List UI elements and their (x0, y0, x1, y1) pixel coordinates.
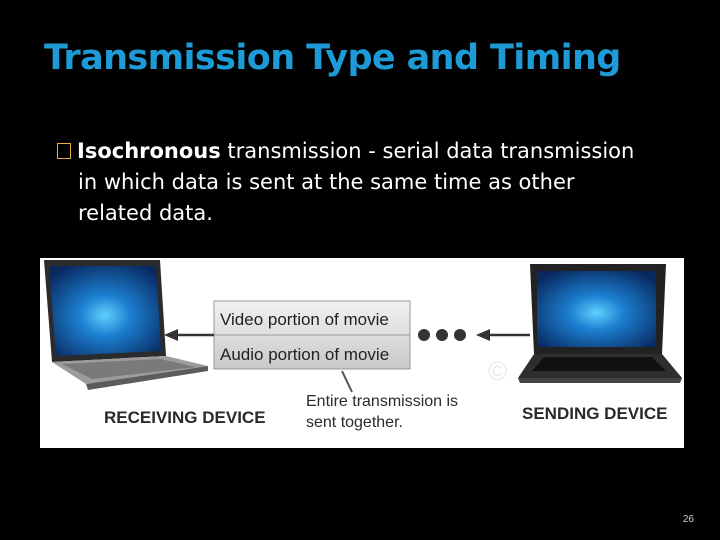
transmission-diagram: Video portion of movie Audio portion of … (44, 260, 682, 431)
caption-line-2: sent together. (306, 414, 403, 431)
receiving-laptop-icon (44, 260, 208, 390)
bullet-line-3: related data. (78, 201, 213, 225)
copyright-watermark: © (488, 356, 507, 386)
bullet-box-icon (57, 143, 71, 159)
bullet-line-1: Isochronous transmission - serial data t… (57, 136, 697, 167)
transmission-figure: Video portion of movie Audio portion of … (40, 258, 684, 448)
slide-title: Transmission Type and Timing (44, 38, 621, 78)
receiving-device-label: RECEIVING DEVICE (104, 408, 266, 427)
bullet-term: Isochronous (77, 139, 221, 163)
caption-line-1: Entire transmission is (306, 393, 458, 410)
sending-laptop-icon (518, 264, 682, 383)
video-portion-label: Video portion of movie (220, 310, 389, 329)
bullet-line1-text: transmission - serial data transmission (220, 139, 635, 163)
page-number: 26 (682, 514, 694, 525)
caption-pointer (341, 370, 353, 393)
sending-device-label: SENDING DEVICE (522, 404, 667, 423)
ellipsis-dots-icon (418, 329, 466, 341)
audio-portion-label: Audio portion of movie (220, 345, 389, 364)
send-arrow-icon (476, 329, 530, 341)
bullet-line-2: in which data is sent at the same time a… (78, 170, 575, 194)
receive-arrow-icon (164, 329, 214, 341)
bullet-paragraph: Isochronous transmission - serial data t… (57, 136, 697, 229)
